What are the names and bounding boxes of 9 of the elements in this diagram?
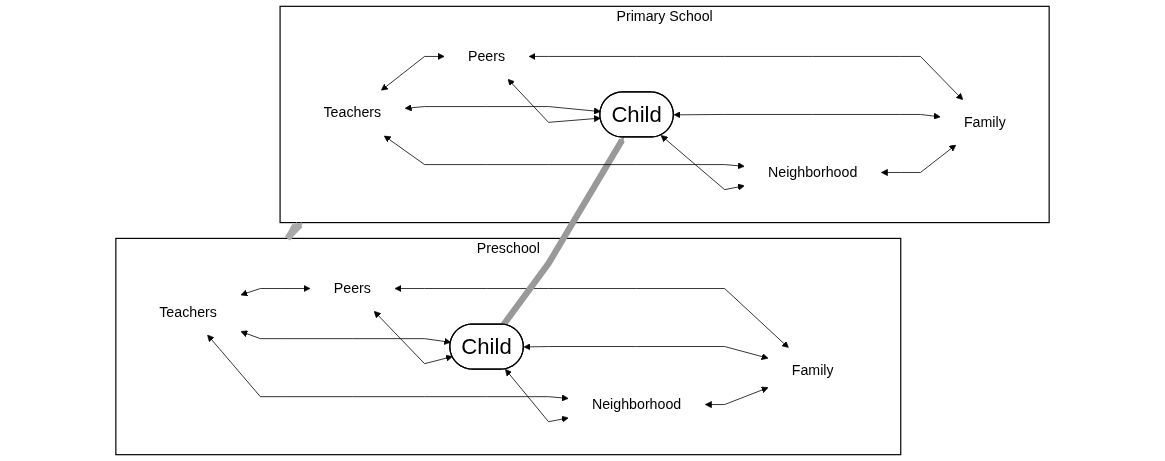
arrow: [501, 137, 625, 327]
node-text: Family: [963, 114, 1006, 130]
node-text: Neighborhood: [591, 396, 682, 413]
node-text: Peers: [333, 280, 371, 297]
node-text: Peers: [467, 48, 506, 64]
node-text: Neighborhood: [768, 164, 858, 180]
node-text: Teachers: [159, 303, 217, 320]
node-text: Family: [791, 361, 834, 378]
node-text: Teachers: [323, 104, 382, 121]
